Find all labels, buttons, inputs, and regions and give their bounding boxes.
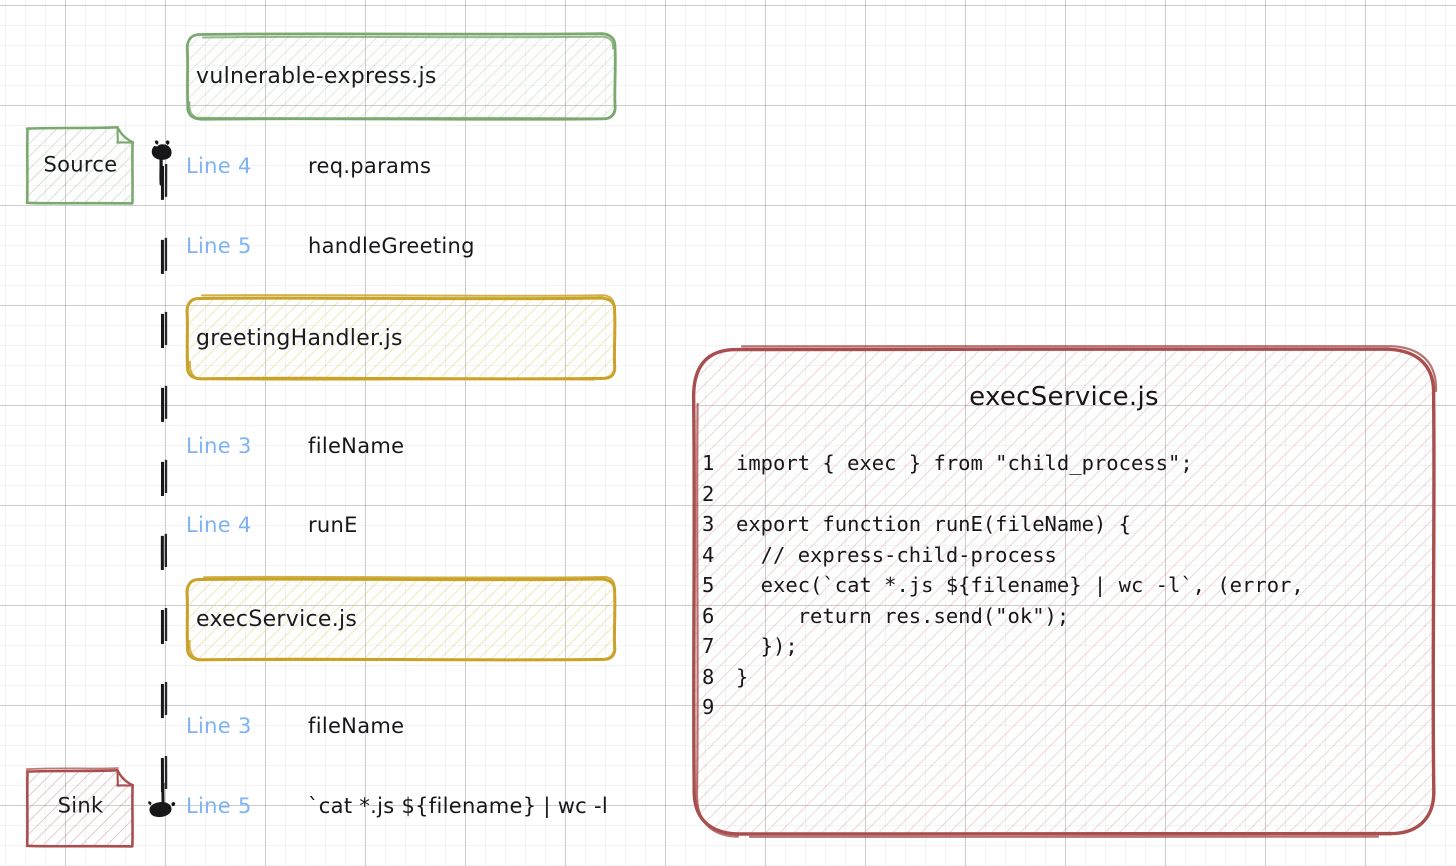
file-box-label: execService.js	[196, 606, 358, 632]
flow-step-row[interactable]: Line 5 `cat *.js ${filename} | wc -l	[186, 791, 706, 821]
flow-step-expression: fileName	[308, 434, 405, 458]
code-line: 9	[702, 692, 1436, 723]
file-box-shape-yellow-1-icon	[185, 294, 617, 381]
flow-step-line-number: Line 3	[186, 714, 252, 738]
flow-step-expression: req.params	[308, 154, 432, 178]
file-box-label: greetingHandler.js	[196, 325, 403, 351]
file-box-shape-yellow-2-icon	[185, 575, 617, 662]
source-pin-icon	[145, 136, 179, 188]
flow-step-row[interactable]: Line 3 fileName	[186, 711, 706, 741]
code-line-number: 7	[702, 634, 715, 658]
code-body: 1 import { exec } from "child_process"; 2…	[702, 448, 1436, 723]
file-box-greeting-handler[interactable]: greetingHandler.js	[182, 292, 620, 385]
code-line-number: 1	[702, 451, 715, 475]
code-line-text: export function runE(fileName) {	[736, 512, 1131, 536]
source-doc-shape-icon	[25, 126, 134, 205]
sink-pin-glyph-icon	[148, 782, 176, 818]
flow-step-line-number: Line 5	[186, 794, 252, 818]
source-node[interactable]: Source	[24, 123, 137, 207]
file-box-shape-green-icon	[185, 32, 617, 121]
code-line: 4 // express-child-process	[702, 540, 1436, 571]
flow-step-expression: fileName	[308, 714, 405, 738]
source-pin-glyph-icon	[151, 140, 172, 186]
source-node-label: Source	[43, 152, 118, 177]
flow-step-expression: runE	[308, 513, 358, 537]
dashed-flow-line-icon	[160, 163, 168, 815]
code-line-text: // express-child-process	[736, 542, 1057, 567]
flow-step-row[interactable]: Line 4 runE	[186, 510, 706, 540]
file-box-vulnerable-express[interactable]: vulnerable-express.js	[182, 28, 620, 125]
flow-step-line-number: Line 5	[186, 234, 252, 258]
file-box-label: vulnerable-express.js	[196, 63, 437, 89]
code-line-number: 4	[702, 542, 715, 567]
flow-step-row[interactable]: Line 4 req.params	[186, 151, 706, 181]
file-box-exec-service[interactable]: execService.js	[182, 573, 620, 666]
code-line-text: }	[736, 664, 749, 689]
sink-node-label: Sink	[57, 793, 104, 818]
sink-pin-icon	[145, 780, 179, 826]
code-line-text: exec(`cat *.js ${filename} | wc -l`, (er…	[736, 573, 1304, 597]
code-line: 3 export function runE(fileName) {	[702, 509, 1436, 540]
code-line-text: return res.send("ok");	[736, 603, 1070, 628]
code-line-number: 2	[702, 481, 715, 506]
code-line-number: 3	[702, 512, 715, 536]
code-line-number: 8	[702, 664, 715, 689]
sink-node[interactable]: Sink	[24, 762, 137, 850]
flow-step-row[interactable]: Line 5 handleGreeting	[186, 231, 706, 261]
code-preview-panel[interactable]: execService.js 1 import { exec } from "ch…	[688, 344, 1440, 840]
code-line: 1 import { exec } from "child_process";	[702, 448, 1436, 479]
code-line: 7 });	[702, 631, 1436, 662]
flow-step-line-number: Line 4	[186, 154, 252, 178]
code-line: 6 return res.send("ok");	[702, 601, 1436, 632]
flow-step-expression: handleGreeting	[308, 234, 475, 258]
sink-doc-shape-icon	[25, 767, 134, 848]
code-line-number: 9	[702, 695, 715, 719]
code-line-text: import { exec } from "child_process";	[736, 451, 1193, 475]
flow-step-line-number: Line 4	[186, 513, 252, 537]
code-panel-title: execService.js	[969, 382, 1159, 412]
code-line: 2	[702, 479, 1436, 510]
code-line-text: });	[736, 634, 798, 658]
code-line-number: 5	[702, 573, 715, 597]
flow-step-expression: `cat *.js ${filename} | wc -l	[308, 794, 609, 818]
flow-step-line-number: Line 3	[186, 434, 252, 458]
code-line-number: 6	[702, 603, 715, 628]
trace-spine	[150, 160, 180, 820]
code-line: 8}	[702, 662, 1436, 693]
code-line: 5 exec(`cat *.js ${filename} | wc -l`, (…	[702, 570, 1436, 601]
flow-step-row[interactable]: Line 3 fileName	[186, 431, 706, 461]
code-panel-shape-icon	[691, 344, 1438, 839]
